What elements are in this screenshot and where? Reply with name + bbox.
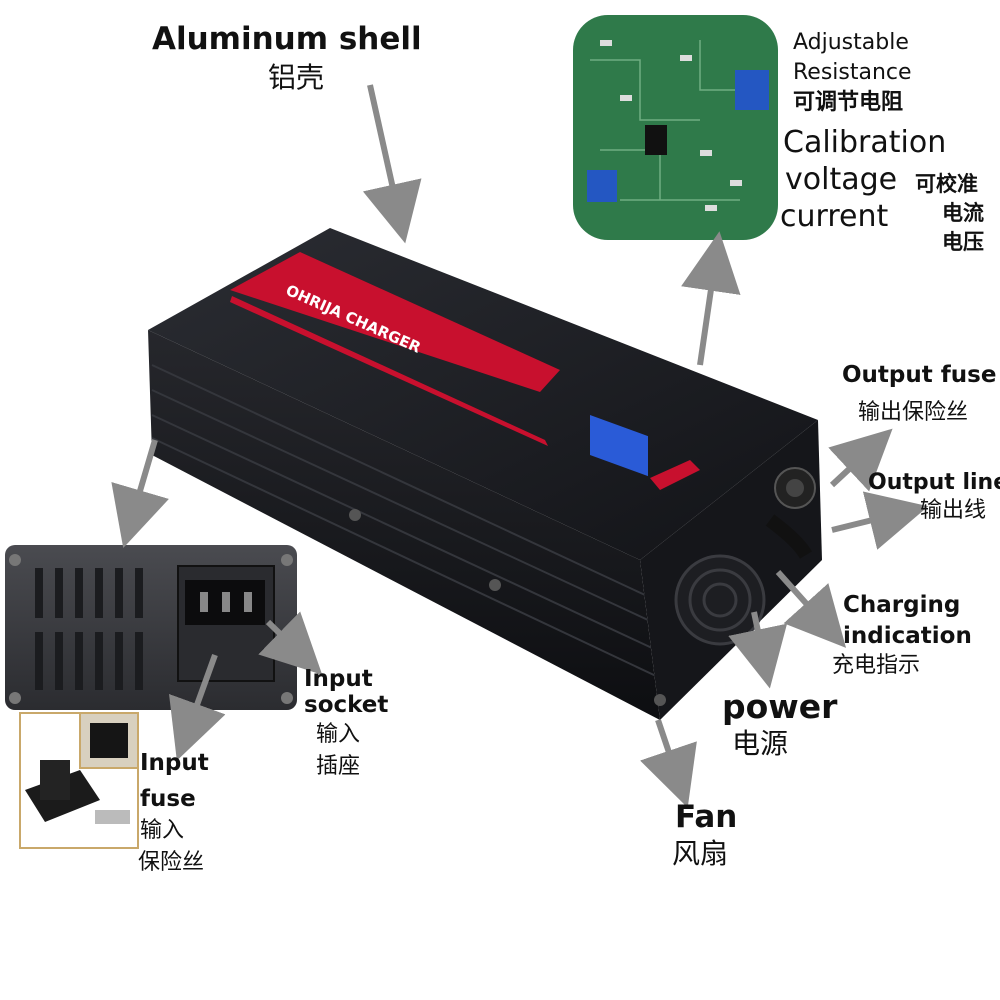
pcb-inset (573, 15, 778, 240)
current-label-cn: 电流 (942, 201, 984, 225)
input-fuse-inset (19, 712, 139, 849)
aluminum-shell-label: Aluminum shell (152, 21, 422, 57)
fan-label: Fan (675, 799, 738, 835)
output-line-label: Output line (868, 470, 1000, 495)
input-socket-label-cn-2: 插座 (316, 754, 361, 779)
output-fuse-label: Output fuse (842, 362, 997, 388)
charging-label-cn: 充电指示 (832, 653, 921, 678)
charger-body (148, 228, 822, 720)
fan-grill (674, 554, 766, 646)
lcd-display (590, 415, 648, 477)
output-fuse-label-cn: 输出保险丝 (858, 400, 969, 425)
charging-label-1: Charging (843, 592, 961, 618)
input-socket-label-1: Input (304, 666, 373, 692)
adjustable-label-1: Adjustable (793, 30, 909, 55)
current-label: current (780, 199, 889, 234)
aluminum-shell-label-cn: 铝壳 (268, 61, 325, 94)
fan-label-cn: 风扇 (672, 837, 729, 870)
power-label-cn: 电源 (732, 727, 789, 760)
charging-label-2: indication (843, 623, 972, 649)
output-line-label-cn: 输出线 (920, 498, 987, 523)
potentiometer-2 (587, 170, 617, 202)
power-label: power (722, 687, 838, 726)
adjustable-label-2: Resistance (793, 60, 912, 85)
red-stripe (230, 252, 560, 392)
input-socket-label-cn-1: 输入 (316, 722, 361, 747)
calibration-label-cn: 可校准 (915, 172, 978, 196)
calibration-label: Calibration (783, 125, 947, 160)
adjustable-label-cn: 可调节电阻 (793, 90, 904, 115)
potentiometer-1 (735, 70, 769, 110)
callout-arrows (111, 84, 929, 808)
back-panel-inset (5, 545, 297, 710)
input-fuse-label-cn-2: 保险丝 (138, 850, 205, 875)
ic-chip (645, 125, 667, 155)
input-socket-label-2: socket (304, 692, 389, 718)
voltage-label: voltage (785, 162, 898, 197)
output-cable (765, 514, 813, 559)
input-fuse-label-2: fuse (140, 786, 196, 812)
input-fuse-label-cn-1: 输入 (140, 818, 185, 843)
input-fuse-label-1: Input (140, 750, 209, 776)
output-fuse-knob (774, 467, 816, 509)
voltage-label-cn: 电压 (942, 230, 984, 254)
